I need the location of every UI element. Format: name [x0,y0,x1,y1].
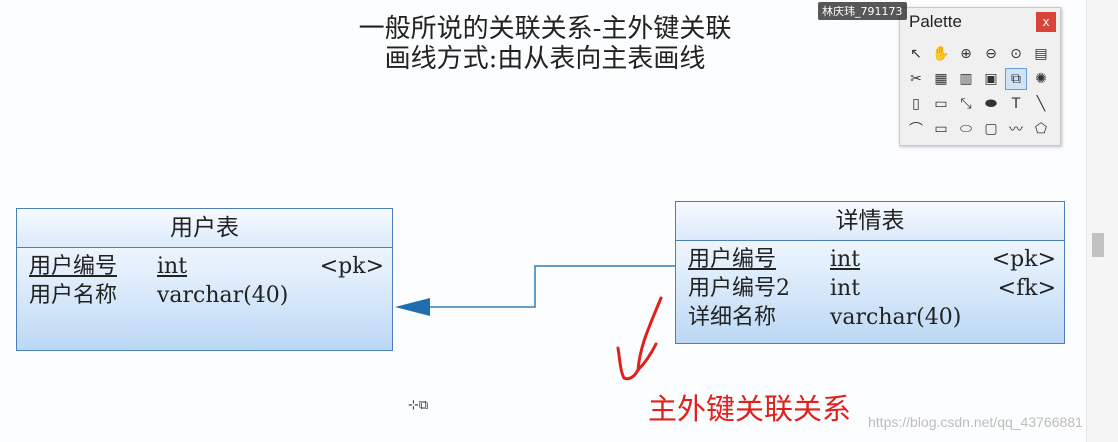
palette-panel[interactable]: Palette x ↖ ✋ ⊕ ⊖ ⊙ ▤ ✂ ▦ ▥ ▣ ⧉ ✺ ▯ ▭ ⤡ ⬬ T ╲ ⌒ ▭ ⬭ ▢ 〰 ⬠ [899,7,1061,146]
view-icon[interactable]: ▣ [984,71,998,87]
close-icon[interactable]: x [1036,12,1056,32]
column-name: 用户名称 [29,283,118,308]
annotation-text: 主外键关联关系 [648,392,852,426]
user-table-row-1: 用户名称 varchar(40) [29,281,384,310]
detail-table-entity[interactable]: 详情表 用户编号 int <pk> 用户编号2 int <fk> 详细名称 va… [675,201,1065,344]
polyline-icon[interactable]: 〰 [1009,122,1023,138]
detail-table-row-0: 用户编号 int <pk> [688,245,1056,274]
detail-table-title: 详情表 [676,202,1064,241]
column-key: <fk> [997,276,1056,301]
blog-watermark: https://blog.csdn.net/qq_43766881 [868,414,1083,430]
table-icon[interactable]: ▥ [959,71,973,87]
user-table-row-0: 用户编号 int <pk> [29,252,384,281]
zoom-in-icon[interactable]: ⊕ [960,46,972,62]
cut-icon[interactable]: ✂ [910,71,922,87]
column-type: int [830,276,861,301]
column-name: 用户编号 [688,247,777,272]
red-hand-arrow [616,296,663,381]
package-icon[interactable]: ▦ [934,71,948,87]
reference-icon[interactable]: ⧉ [1005,68,1027,90]
procedure-icon[interactable]: ✺ [1035,71,1047,87]
user-table-entity[interactable]: 用户表 用户编号 int <pk> 用户名称 varchar(40) [16,208,393,351]
note-icon[interactable]: ▭ [934,96,948,112]
caption-line-2: 画线方式:由从表向主表画线 [384,44,706,74]
rounded-rectangle-icon[interactable]: ▢ [984,121,998,137]
diagram-caption: 一般所说的关联关系-主外键关联 画线方式:由从表向主表画线 [300,14,790,74]
palette-header[interactable]: Palette x [900,8,1060,38]
vertical-scrollbar[interactable] [1086,0,1118,442]
red-hand-arrow-tail [636,342,658,372]
grabber-hand-icon[interactable]: ✋ [932,46,950,62]
zoom-fit-icon[interactable]: ⊙ [1010,46,1022,62]
reference-cursor-icon: ⊹⧉ [408,398,429,413]
scrollbar-thumb[interactable] [1092,233,1104,257]
reference-arrowhead [395,298,430,316]
user-watermark: 林庆玮_791173 [818,2,907,20]
palette-tool-grid: ↖ ✋ ⊕ ⊖ ⊙ ▤ ✂ ▦ ▥ ▣ ⧉ ✺ ▯ ▭ ⤡ ⬬ T ╲ ⌒ ▭ ⬭ ▢ 〰 ⬠ [905,43,1054,142]
column-name: 用户编号2 [688,276,790,301]
column-type: varchar(40) [830,305,962,330]
line-icon[interactable]: ╲ [1036,96,1046,112]
polygon-icon[interactable]: ⬠ [1034,121,1048,137]
ellipse-icon[interactable]: ⬭ [960,121,972,137]
caption-line-1: 一般所说的关联关系-主外键关联 [358,14,732,44]
column-type: int [830,247,861,272]
reference-line [430,265,675,308]
zoom-out-icon[interactable]: ⊖ [985,46,997,62]
column-key: <pk> [319,254,384,279]
column-key: <pk> [991,247,1056,272]
column-name: 用户编号 [29,254,118,279]
file-icon[interactable]: ▯ [912,96,920,112]
detail-table-row-1: 用户编号2 int <fk> [688,274,1056,303]
column-name: 详细名称 [688,305,777,330]
sequence-icon[interactable]: ⬬ [985,96,997,112]
detail-table-row-2: 详细名称 varchar(40) [688,303,1056,332]
palette-title: Palette [909,12,962,31]
column-type: varchar(40) [157,283,289,308]
rectangle-icon[interactable]: ▭ [934,121,948,137]
pointer-icon[interactable]: ↖ [910,46,922,62]
text-icon[interactable]: T [1011,96,1021,112]
arc-icon[interactable]: ⌒ [909,122,923,138]
link-icon[interactable]: ⤡ [960,96,972,112]
column-type: int [157,254,188,279]
properties-icon[interactable]: ▤ [1034,46,1048,62]
user-table-title: 用户表 [17,209,392,248]
